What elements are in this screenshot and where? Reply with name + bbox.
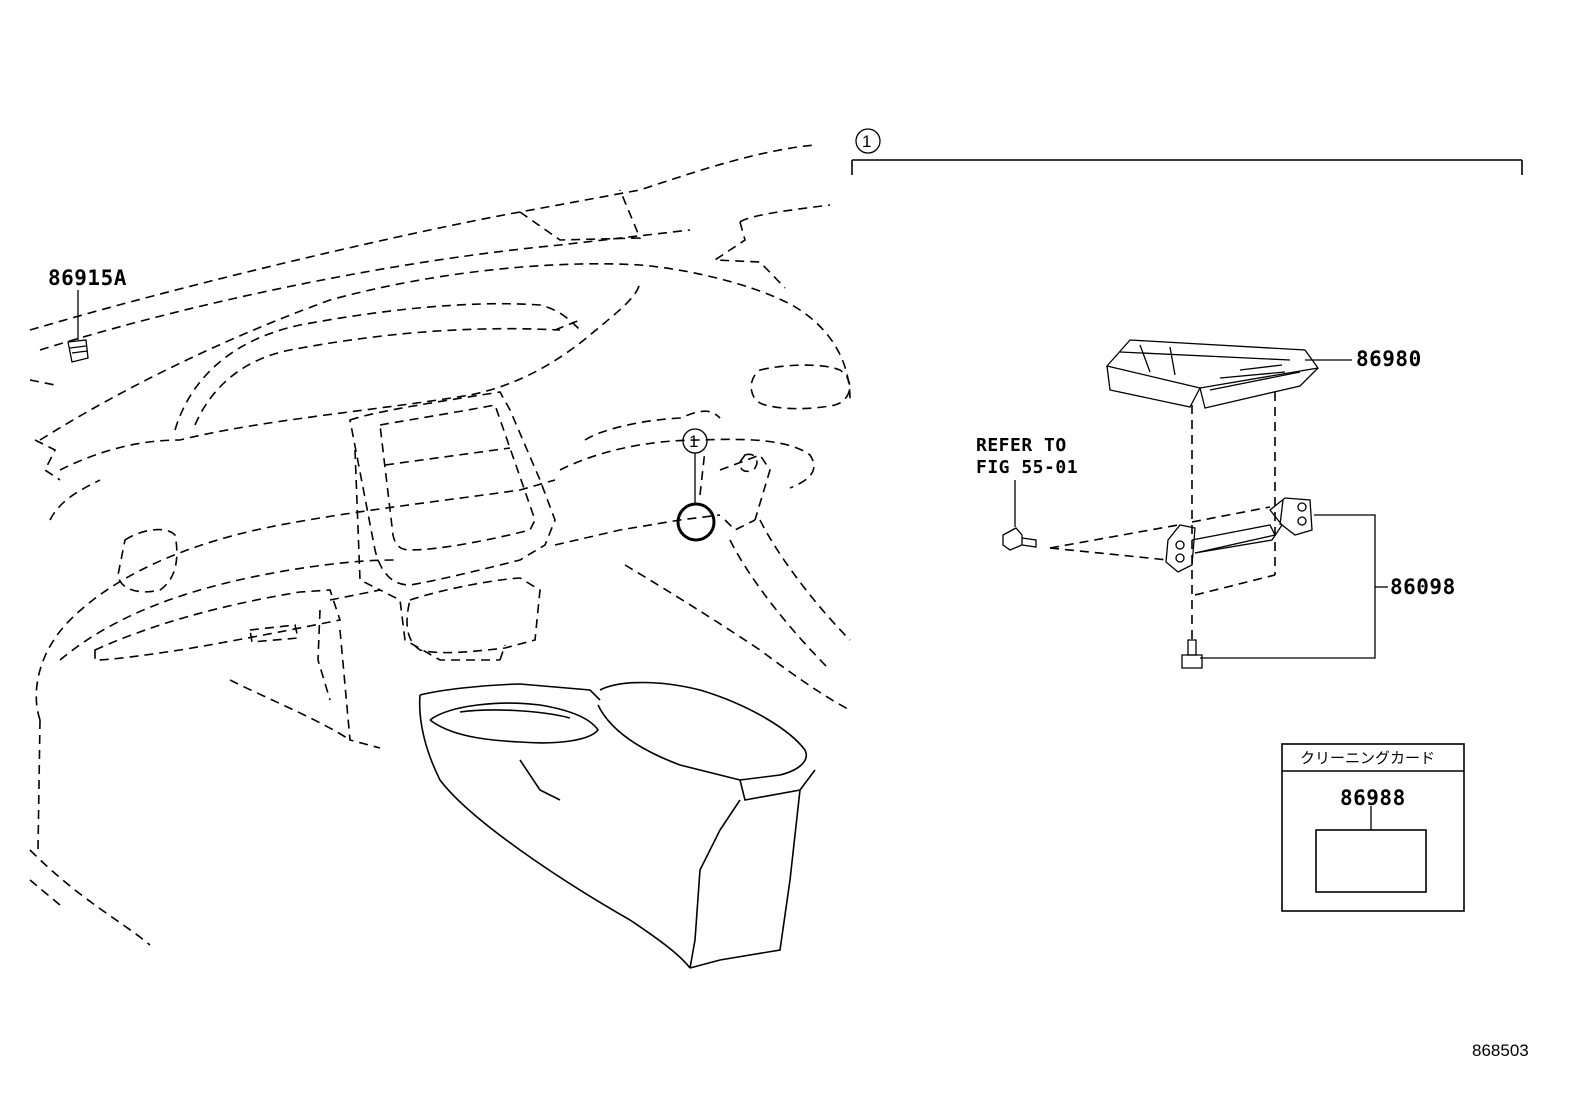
dashboard-outline [29, 144, 851, 946]
part-label-86988: 86988 [1340, 786, 1406, 810]
bolt-left [1002, 480, 1037, 551]
figure-number: 868503 [1472, 1041, 1529, 1060]
part-label-86915A: 86915A [48, 266, 127, 290]
center-console [418, 681, 816, 969]
part-86915A-sensor [67, 290, 89, 363]
part-label-86980: 86980 [1356, 347, 1422, 371]
refer-to-line1: REFER TO [976, 435, 1067, 456]
refer-to-line2: FIG 55-01 [976, 457, 1078, 478]
callout-number-dash: 1 [689, 432, 698, 451]
cleaning-card-title: クリーニングカード [1300, 749, 1435, 767]
part-86980-module [1105, 339, 1352, 409]
screw-bottom [1181, 639, 1203, 669]
assembly-bracket: 1 [851, 128, 1523, 175]
cleaning-card-box [1281, 743, 1465, 912]
part-86098-bracket [1165, 497, 1388, 659]
part-label-86098: 86098 [1390, 575, 1456, 599]
callout-marker-dash: 1 [676, 428, 716, 542]
alignment-lines [1049, 392, 1276, 640]
callout-number-header: 1 [862, 132, 871, 151]
